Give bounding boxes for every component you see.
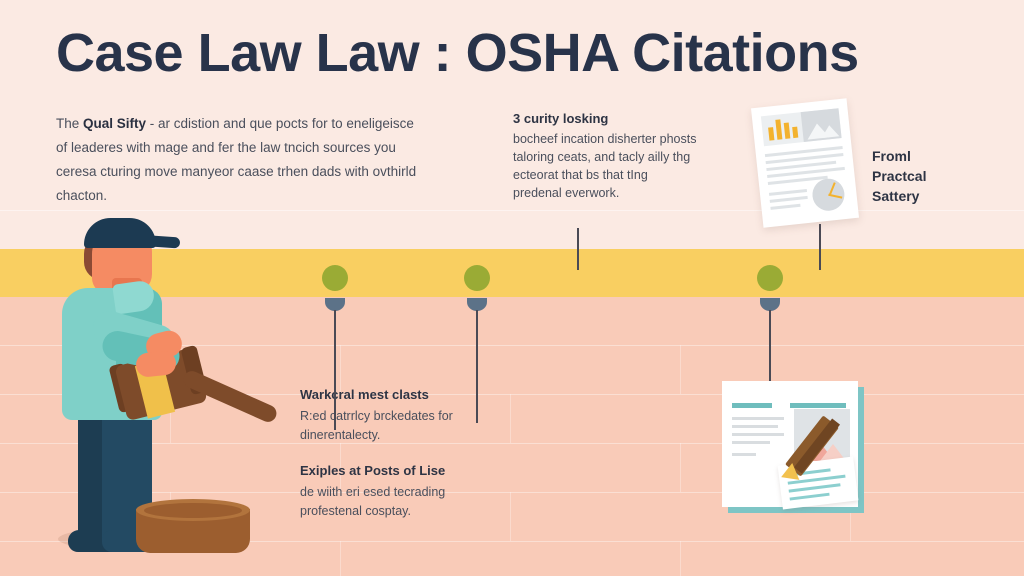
marker-stem bbox=[334, 310, 336, 430]
intro-paragraph: The Qual Sifty - ar cdistion and que poc… bbox=[56, 112, 428, 208]
middle-note-heading: 3 curity losking bbox=[513, 111, 609, 126]
marker-base-icon bbox=[325, 298, 345, 311]
marker-base-icon bbox=[467, 298, 487, 311]
intro-rest: - ar cdistion and que pocts for to eneli… bbox=[56, 116, 417, 203]
note-block-1-heading: Warkcral mest clasts bbox=[300, 387, 429, 402]
note-block-2-body: de wiith eri esed tecrading profestenal … bbox=[300, 485, 446, 518]
worker-with-gavel-illustration bbox=[40, 210, 280, 576]
note-block-2: Exiples at Posts of Lise de wiith eri es… bbox=[300, 461, 510, 521]
right-note: Froml Practcal Sattery bbox=[872, 146, 1002, 206]
right-note-line-1: Froml bbox=[872, 148, 911, 164]
right-note-line-2: Practcal bbox=[872, 168, 927, 184]
middle-note: 3 curity losking bocheef incation disher… bbox=[513, 110, 699, 202]
intro-bold-term: Qual Sifty bbox=[83, 116, 147, 131]
connector-line-middle bbox=[577, 228, 579, 270]
middle-note-body: bocheef incation disherter phosts talori… bbox=[513, 132, 697, 200]
marker-dot-icon bbox=[464, 265, 490, 291]
brick-pattern bbox=[0, 297, 1024, 576]
report-pie-chart bbox=[810, 177, 847, 213]
intro-lead: The bbox=[56, 116, 84, 131]
gavel-sound-block-inner bbox=[144, 503, 242, 518]
marker-base-icon bbox=[760, 298, 780, 311]
note-block-1-body: R:ed catrrlcy brckedates for dinerentale… bbox=[300, 409, 453, 442]
document-with-pencil-illustration bbox=[718, 375, 878, 535]
marker-stem bbox=[476, 310, 478, 423]
report-document-illustration bbox=[750, 98, 860, 228]
connector-line-report bbox=[819, 224, 821, 270]
right-note-line-3: Sattery bbox=[872, 188, 920, 204]
report-photo-box bbox=[800, 108, 842, 143]
page-title: Case Law Law : OSHA Citations bbox=[56, 23, 859, 83]
note-block-2-heading: Exiples at Posts of Lise bbox=[300, 463, 446, 478]
marker-dot-icon bbox=[322, 265, 348, 291]
note-block-1: Warkcral mest clasts R:ed catrrlcy brcke… bbox=[300, 385, 510, 445]
marker-dot-icon bbox=[757, 265, 783, 291]
marker-stem bbox=[769, 310, 771, 420]
background-yellow-band bbox=[0, 249, 1024, 297]
